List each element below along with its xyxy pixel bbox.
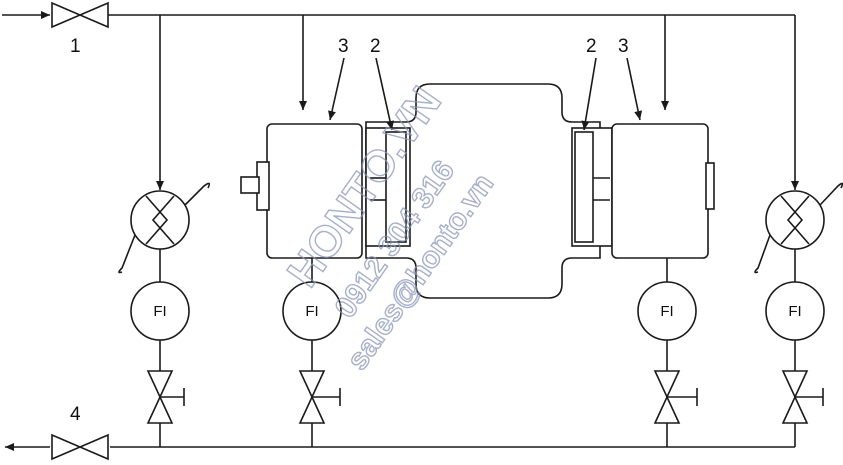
left-disc-label: 2	[370, 36, 381, 57]
inlet-valve-label: 1	[70, 36, 81, 57]
right-block-label: 3	[618, 36, 629, 57]
left-inner-branch	[282, 15, 342, 447]
inlet-valve	[51, 1, 109, 29]
right-outer-branch	[754, 15, 843, 447]
left-disc	[365, 127, 411, 247]
central-chamber	[365, 83, 601, 299]
right-inner-branch	[637, 15, 698, 447]
right-disc-label: 2	[586, 36, 597, 57]
left-block	[240, 123, 363, 259]
flow-indicator-label: FI	[788, 303, 801, 320]
callout-leaders	[328, 57, 643, 131]
outlet-valve	[51, 433, 109, 461]
flow-indicator-label: FI	[660, 303, 673, 320]
outlet-valve-label: 4	[70, 404, 81, 425]
flow-indicator-label: FI	[305, 303, 318, 320]
left-block-label: 3	[338, 36, 349, 57]
flow-indicator-label: FI	[153, 303, 166, 320]
left-outer-branch	[118, 15, 211, 447]
right-disc	[571, 127, 613, 247]
right-block	[611, 123, 715, 259]
